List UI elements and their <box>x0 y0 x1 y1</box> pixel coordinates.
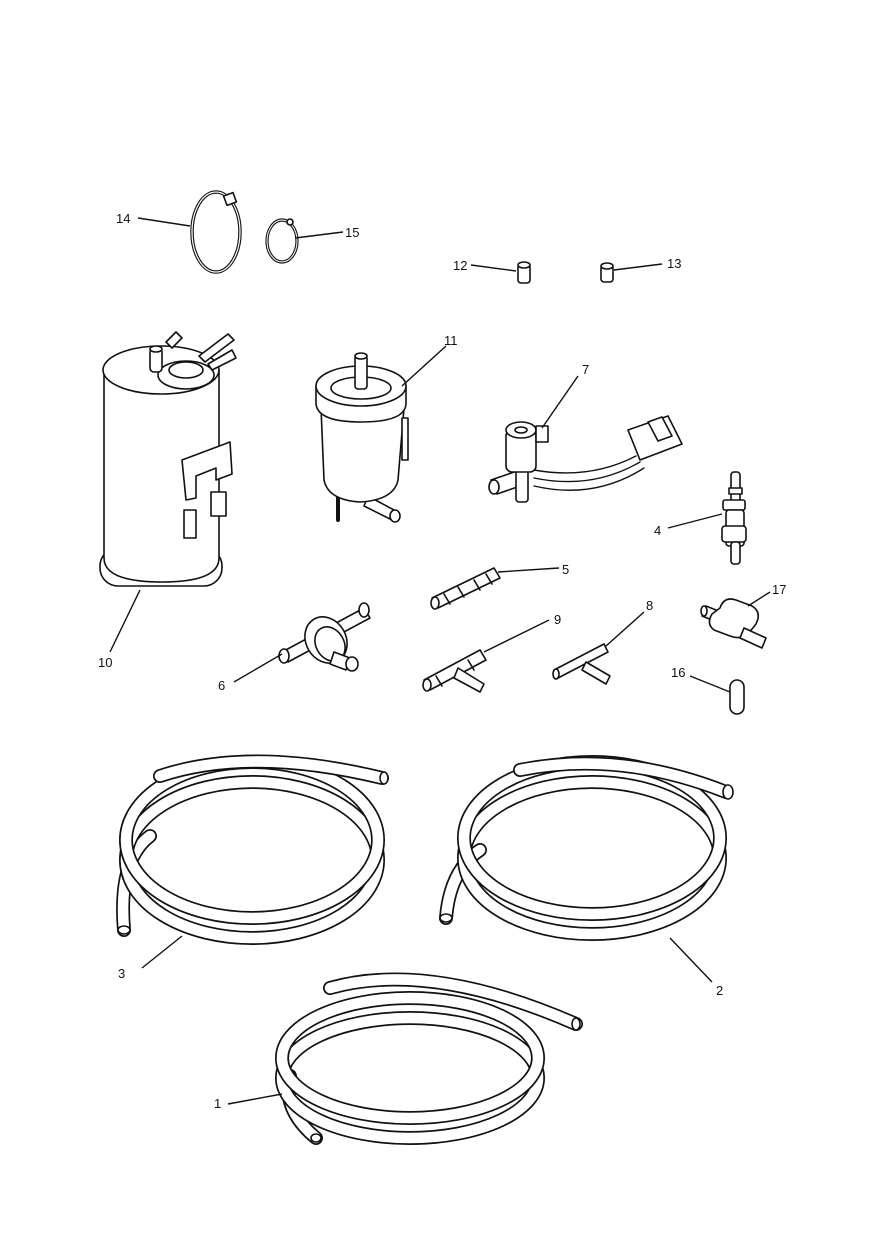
callout-10: 10 <box>98 655 112 670</box>
callout-5: 5 <box>562 562 569 577</box>
part-7-solenoid-valve[interactable] <box>488 415 683 503</box>
part-11-filter[interactable] <box>315 352 409 523</box>
part-15-clip-small[interactable] <box>265 218 299 264</box>
callout-17: 17 <box>772 582 786 597</box>
leader-5 <box>497 567 560 573</box>
part-2-hose-coil[interactable] <box>439 755 734 941</box>
callout-14: 14 <box>116 211 130 226</box>
part-9-t-connector[interactable] <box>422 649 487 693</box>
part-3-hose-coil[interactable] <box>116 754 389 945</box>
leader-8 <box>605 611 645 647</box>
leader-6 <box>233 653 283 683</box>
callout-9: 9 <box>554 612 561 627</box>
callout-4: 4 <box>654 523 661 538</box>
callout-8: 8 <box>646 598 653 613</box>
leader-16 <box>689 675 731 693</box>
part-10-canister[interactable] <box>99 331 237 587</box>
leader-7 <box>541 375 579 429</box>
part-13-cap[interactable] <box>600 262 614 283</box>
leader-1 <box>227 1093 283 1105</box>
leader-4 <box>667 513 723 529</box>
part-1-hose-coil[interactable] <box>275 972 583 1145</box>
callout-12: 12 <box>453 258 467 273</box>
callout-6: 6 <box>218 678 225 693</box>
callout-13: 13 <box>667 256 681 271</box>
callout-16: 16 <box>671 665 685 680</box>
callout-7: 7 <box>582 362 589 377</box>
leader-3 <box>141 935 183 969</box>
part-12-cap[interactable] <box>517 261 531 284</box>
leader-15 <box>294 231 344 239</box>
leader-14 <box>137 217 191 227</box>
leader-12 <box>470 264 517 272</box>
part-8-small-t-connector[interactable] <box>552 643 611 685</box>
part-17-inline-filter[interactable] <box>700 598 767 649</box>
leader-2 <box>669 937 713 983</box>
callout-3: 3 <box>118 966 125 981</box>
leader-13 <box>613 263 663 271</box>
callout-1: 1 <box>214 1096 221 1111</box>
callout-11: 11 <box>444 333 458 348</box>
leader-9 <box>483 619 550 653</box>
callout-2: 2 <box>716 983 723 998</box>
leader-17 <box>747 591 771 607</box>
callout-15: 15 <box>345 225 359 240</box>
leader-10 <box>109 589 141 653</box>
part-5-straight-connector[interactable] <box>430 567 501 610</box>
part-6-valve[interactable] <box>278 602 371 672</box>
leader-11 <box>401 345 447 387</box>
part-4-inline-filter[interactable] <box>721 471 747 565</box>
part-16-blanking-cap[interactable] <box>729 679 745 715</box>
part-14-clip-large[interactable] <box>190 190 242 274</box>
